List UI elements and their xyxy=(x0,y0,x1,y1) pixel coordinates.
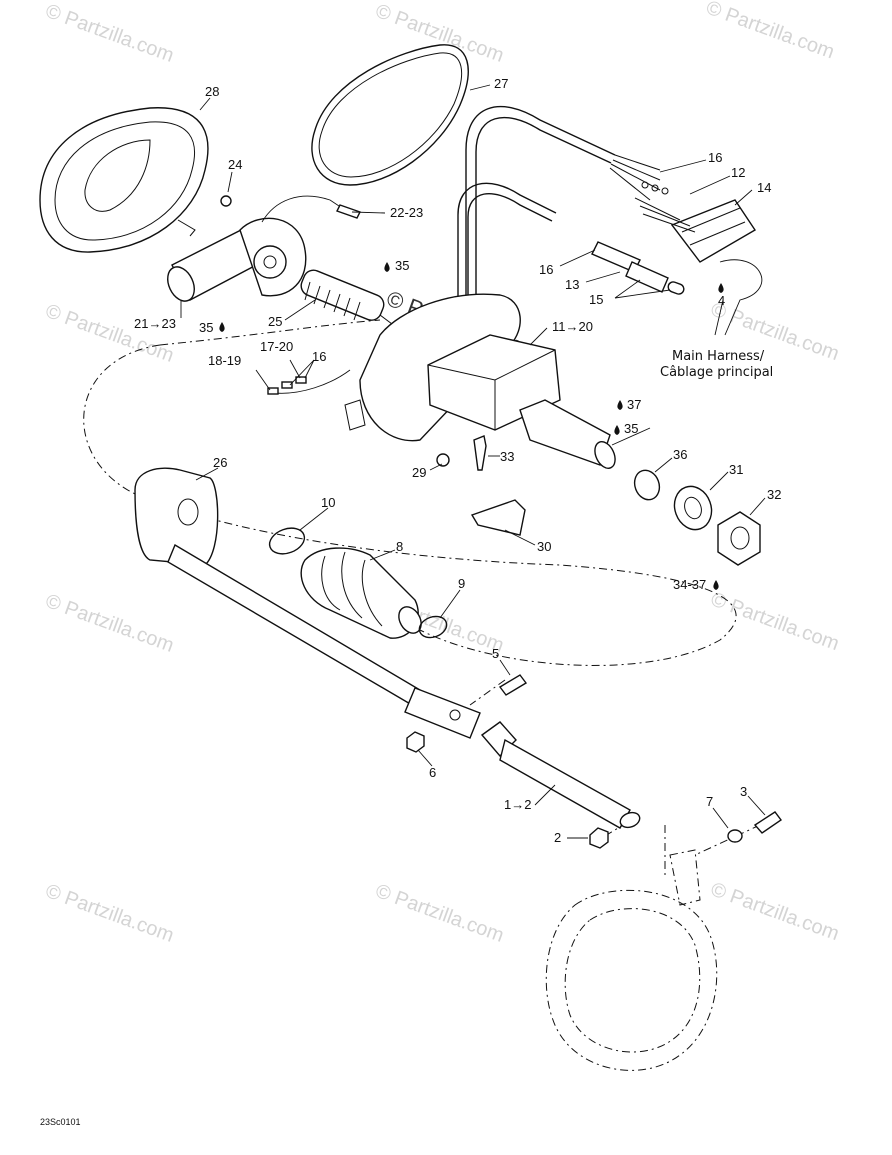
nut-32 xyxy=(717,511,761,566)
callout-2: 2 xyxy=(554,830,561,845)
cover-part xyxy=(39,107,209,253)
callout-26: 26 xyxy=(213,455,227,470)
motor-part xyxy=(167,195,307,302)
bolt-5 xyxy=(498,674,528,696)
callout-1-2: 1→2 xyxy=(504,797,531,812)
callout-33: 33 xyxy=(500,449,514,464)
callout-21-23: 21→23 xyxy=(134,316,176,331)
bracket-30 xyxy=(470,499,526,536)
watermark: © Partzilla.com xyxy=(43,590,177,657)
belt-loop-part xyxy=(311,44,469,186)
callout-5: 5 xyxy=(492,646,499,661)
nut-2 xyxy=(589,827,609,849)
callout-35: 35 xyxy=(624,421,638,436)
wire-lead xyxy=(261,195,346,223)
washer-7 xyxy=(727,829,743,843)
nut-24 xyxy=(220,195,232,207)
callout-6: 6 xyxy=(429,765,436,780)
callout-32: 32 xyxy=(767,487,781,502)
callout-15: 15 xyxy=(589,292,603,307)
callout-17-20: 17-20 xyxy=(260,339,293,354)
connector-14 xyxy=(634,181,756,263)
callout-7: 7 xyxy=(706,794,713,809)
callout-35: 35 xyxy=(395,258,409,273)
callout-29: 29 xyxy=(412,465,426,480)
watermark: © Partzilla.com xyxy=(708,588,842,655)
bolt-guide-line xyxy=(469,679,506,706)
callout-28: 28 xyxy=(205,84,219,99)
harness-label-line1: Main Harness/ xyxy=(672,349,765,364)
watermark: © Partzilla.com xyxy=(43,880,177,947)
callout-16: 16 xyxy=(312,349,326,364)
callout-4: 4 xyxy=(718,293,725,308)
callout-30: 30 xyxy=(537,539,551,554)
callout-3: 3 xyxy=(740,784,747,799)
clamp-9 xyxy=(418,615,448,639)
ring-bracket xyxy=(545,849,718,1071)
callout-13: 13 xyxy=(565,277,579,292)
callout-27: 27 xyxy=(494,76,508,91)
callout-12: 12 xyxy=(731,165,745,180)
callout-36: 36 xyxy=(673,447,687,462)
spring-part xyxy=(300,269,401,331)
callout-16: 16 xyxy=(539,262,553,277)
callout-14: 14 xyxy=(757,180,771,195)
bolt-guide-line xyxy=(694,824,761,856)
callout-24: 24 xyxy=(228,157,242,172)
assembly-outline xyxy=(83,344,737,666)
callout-9: 9 xyxy=(458,576,465,591)
harness-label-line2: Câblage principal xyxy=(660,365,773,380)
tie-rod-1 xyxy=(480,721,641,829)
clamp-10 xyxy=(268,527,306,555)
callout-22-23: 22-23 xyxy=(390,205,423,220)
shaft-26 xyxy=(134,467,481,739)
callout-31: 31 xyxy=(729,462,743,477)
callout-10: 10 xyxy=(321,495,335,510)
diagram-code: 23Sc0101 xyxy=(40,1117,81,1127)
bolt-3 xyxy=(753,811,782,834)
callout-35: 35 xyxy=(199,320,213,335)
callout-8: 8 xyxy=(396,539,403,554)
watermark: © Partzilla.com xyxy=(708,878,842,945)
boot-8 xyxy=(300,547,422,639)
callout-25: 25 xyxy=(268,314,282,329)
leader-lines xyxy=(180,84,766,839)
part-labels: 28 27 24 22-23 16 12 14 35 16 13 15 4 21… xyxy=(134,76,781,845)
wire-terminals xyxy=(267,369,351,395)
harness-tubes xyxy=(457,105,661,320)
washer-31 xyxy=(673,485,713,531)
callout-11-20: 11→20 xyxy=(552,319,593,334)
callout-18-19: 18-19 xyxy=(208,353,241,368)
watermark: © Partzilla.com xyxy=(373,0,507,67)
oil-drop-icon xyxy=(219,262,724,590)
watermark: © Partzilla.com xyxy=(43,0,177,67)
o-ring-36 xyxy=(633,469,661,501)
watermark: © Partzilla.com xyxy=(703,0,837,63)
watermark: © Partzilla.com xyxy=(373,880,507,947)
gearbox-part xyxy=(344,293,616,469)
callout-16: 16 xyxy=(708,150,722,165)
nut-29 xyxy=(436,453,450,467)
connector-13 xyxy=(591,241,685,295)
watermark: © Partzilla.com xyxy=(43,300,177,367)
screw-33 xyxy=(473,435,487,471)
nut-6 xyxy=(406,731,425,753)
callout-37: 37 xyxy=(627,397,641,412)
assembly-outline xyxy=(159,319,381,346)
callout-34-37: 34-37 xyxy=(673,577,706,592)
